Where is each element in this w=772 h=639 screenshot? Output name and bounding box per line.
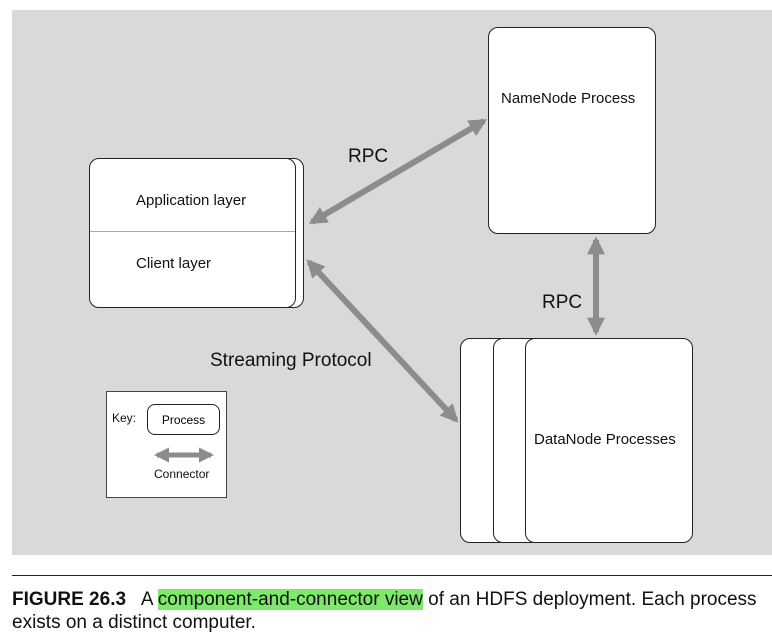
caption-prefix: A [140,589,153,610]
namenode-process: NameNode Process [488,27,656,234]
caption-highlight: component-and-connector view [157,589,423,610]
figure-caption: FIGURE 26.3 A component-and-connector vi… [12,588,770,634]
datanode-process-front: DataNode Processes [525,338,693,543]
client-component: Application layer Client layer [89,158,296,308]
key-connector-arrow [154,447,214,463]
caption-text: of an HDFS deployment. Each process exis… [12,589,757,633]
key-title: Key: [112,411,137,425]
application-layer-label: Application layer [136,192,247,209]
datanode-label: DataNode Processes [534,431,676,448]
rpc-connector-client-namenode [308,118,488,225]
figure-number: FIGURE 26.3 [12,589,127,610]
caption-divider [12,575,772,576]
streaming-protocol-label: Streaming Protocol [210,350,372,371]
namenode-label: NameNode Process [501,90,636,107]
key-process-label: Process [161,412,206,427]
streaming-connector [306,259,459,423]
diagram-area: Application layer Client layer NameNode … [12,10,772,555]
key-process-symbol: Process [147,404,220,435]
rpc-label-top: RPC [348,146,389,167]
client-layer-label: Client layer [136,255,212,272]
layer-divider [90,231,295,232]
key-connector-label: Connector [154,467,210,481]
connectors-layer [306,118,605,423]
rpc-label-right: RPC [542,292,583,313]
legend-key: Key: Process Connector [106,391,227,498]
